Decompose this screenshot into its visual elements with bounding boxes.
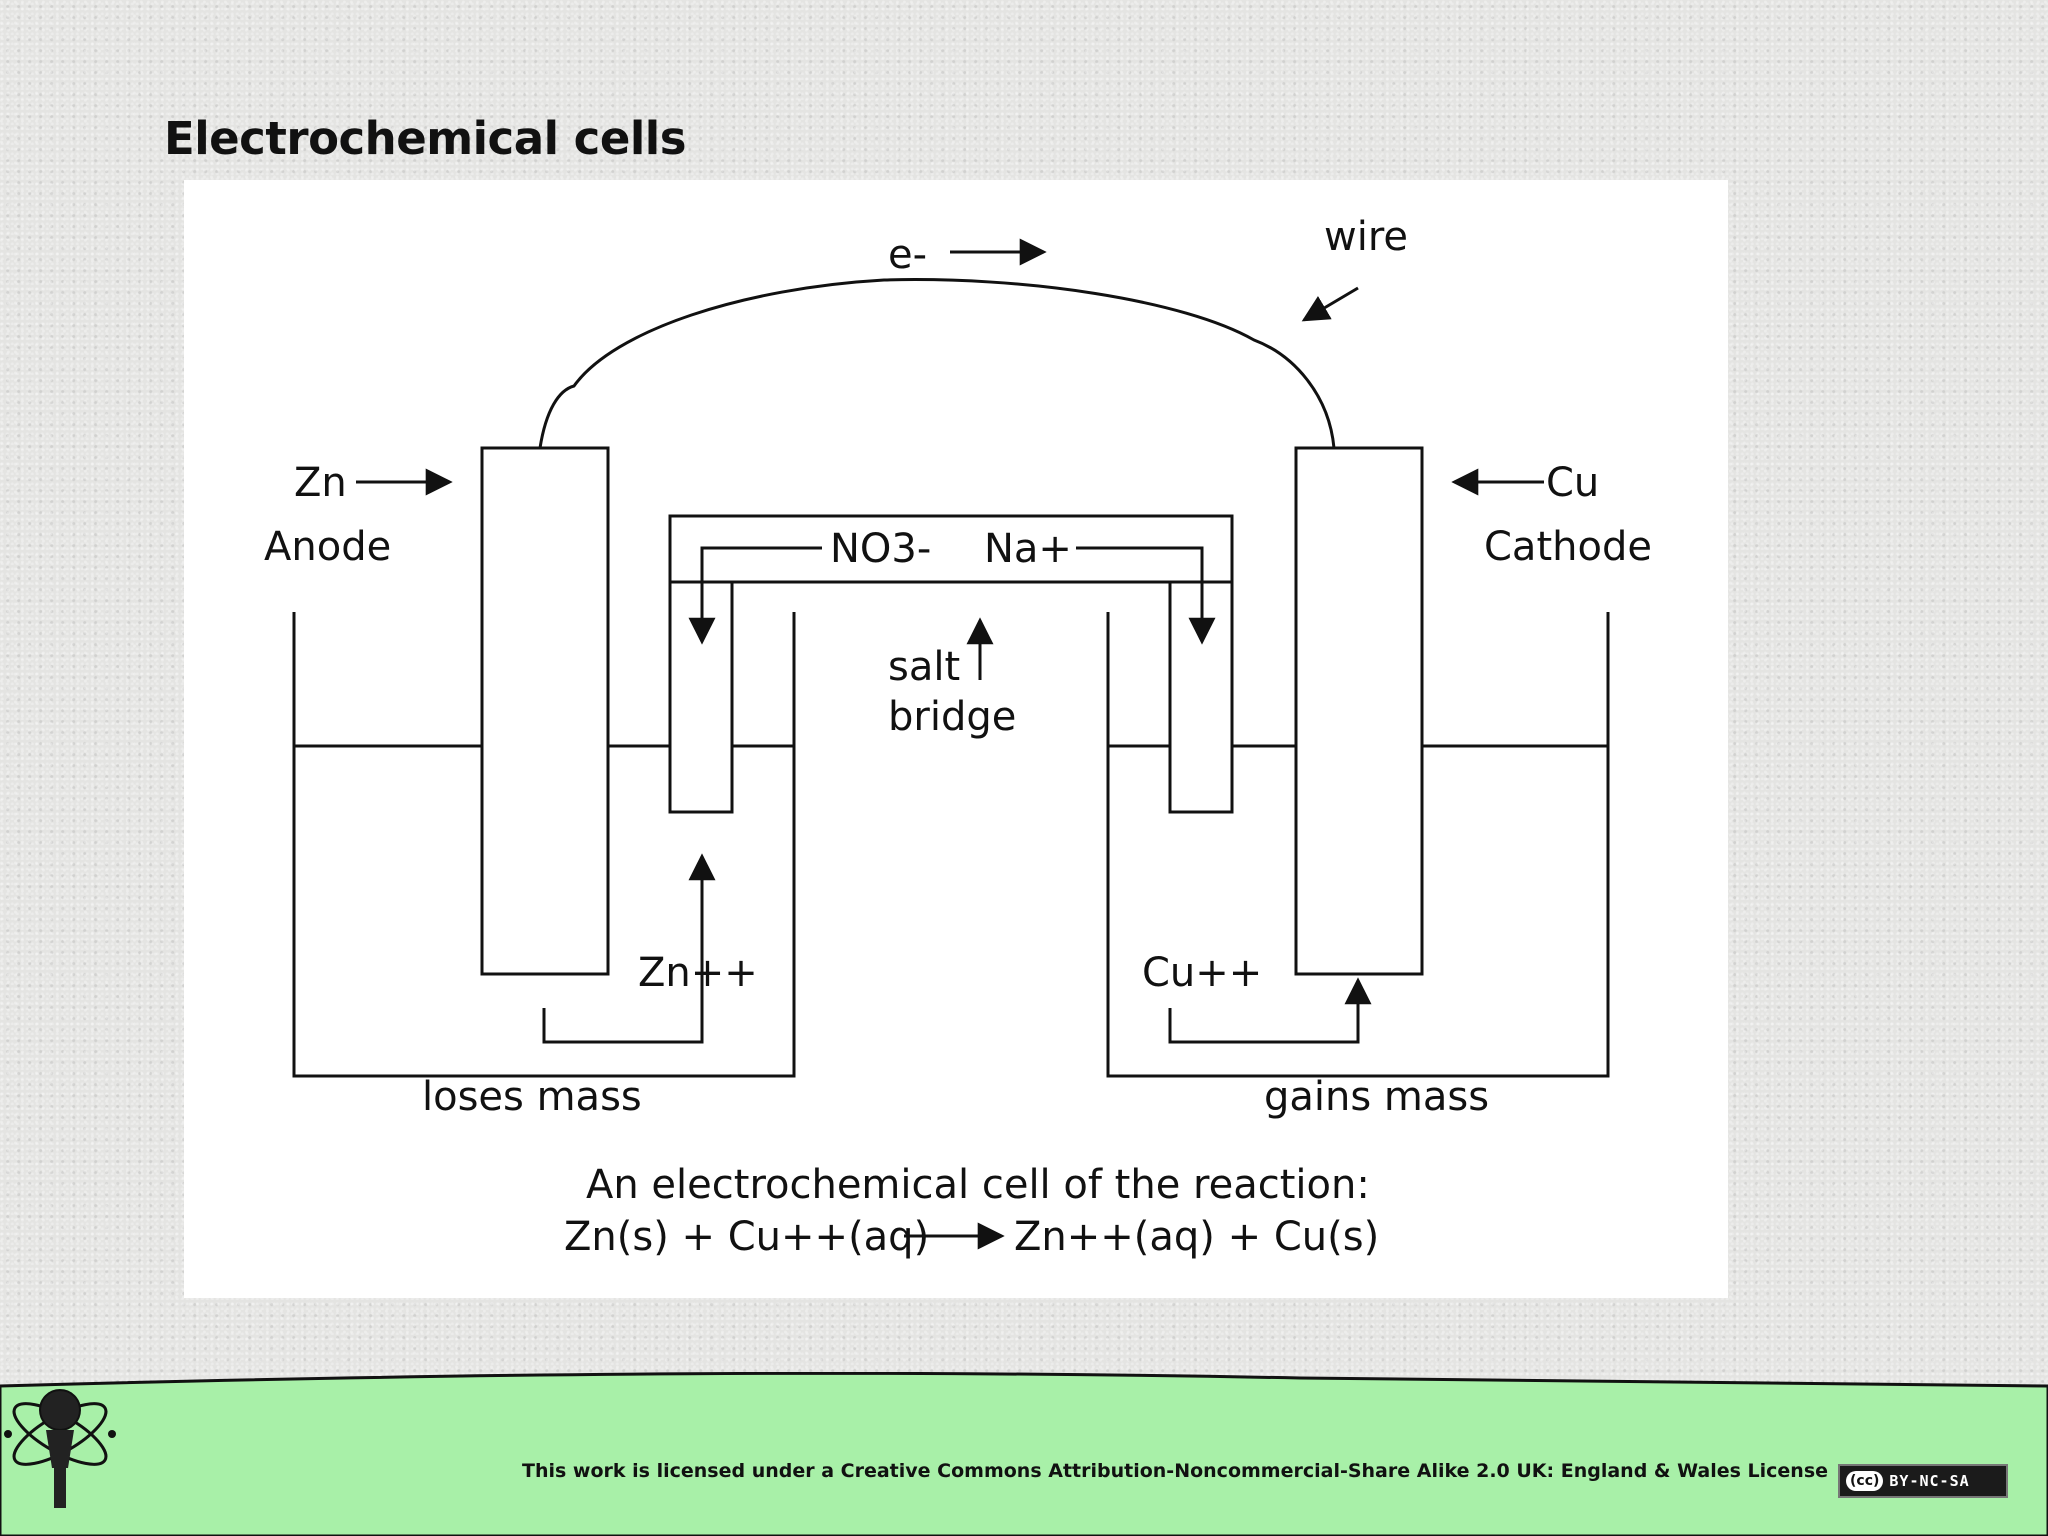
- microphone-atom-logo: [4, 1389, 116, 1508]
- zinc-electrode: [480, 446, 610, 976]
- salt-bridge-label: salt: [888, 644, 960, 690]
- anode-metal-label: Zn: [294, 460, 347, 506]
- cathode-mass-label: gains mass: [1264, 1074, 1489, 1120]
- electron-label: e-: [888, 232, 927, 278]
- anode-mass-label: loses mass: [422, 1074, 642, 1120]
- anion-flow-arrow: [688, 546, 822, 645]
- slide-title: Electrochemical cells: [164, 112, 687, 165]
- diagram-canvas: e- wire Zn Anode Cu Cathode NO3- Na+ sal…: [264, 214, 1652, 1260]
- cation-label: Na+: [984, 526, 1072, 572]
- anode-ion-label: Zn++: [638, 950, 758, 996]
- left-beaker: [292, 612, 796, 1078]
- caption-line: An electrochemical cell of the reaction:: [586, 1162, 1370, 1208]
- cathode-ion-label: Cu++: [1142, 950, 1262, 996]
- wire-label: wire: [1324, 214, 1408, 260]
- wire: [538, 278, 1336, 449]
- cathode-metal-label: Cu: [1546, 460, 1599, 506]
- cu-ion-path: [1168, 977, 1372, 1044]
- cation-flow-arrow: [1076, 546, 1216, 645]
- salt-bridge-label-2: bridge: [888, 694, 1016, 740]
- reaction-reactants: Zn(s) + Cu++(aq): [564, 1214, 929, 1260]
- anode-label: Anode: [264, 524, 391, 570]
- cc-icon: (cc): [1846, 1471, 1884, 1491]
- right-beaker: [1106, 612, 1610, 1078]
- copper-electrode: [1294, 446, 1424, 976]
- footer-wave: [0, 1372, 2048, 1536]
- cc-license-badge[interactable]: (cc) BY-NC-SA: [1838, 1464, 2008, 1498]
- anion-label: NO3-: [830, 526, 931, 572]
- cc-terms: BY-NC-SA: [1889, 1472, 1970, 1490]
- zn-ion-path: [542, 946, 704, 1044]
- cathode-label: Cathode: [1484, 524, 1652, 570]
- license-text: This work is licensed under a Creative C…: [522, 1460, 1829, 1482]
- footer-band: This work is licensed under a Creative C…: [0, 1372, 2048, 1536]
- electrochemical-cell-diagram: e- wire Zn Anode Cu Cathode NO3- Na+ sal…: [184, 180, 1728, 1298]
- reaction-products: Zn++(aq) + Cu(s): [1014, 1214, 1379, 1260]
- wire-pointer: [1301, 286, 1359, 322]
